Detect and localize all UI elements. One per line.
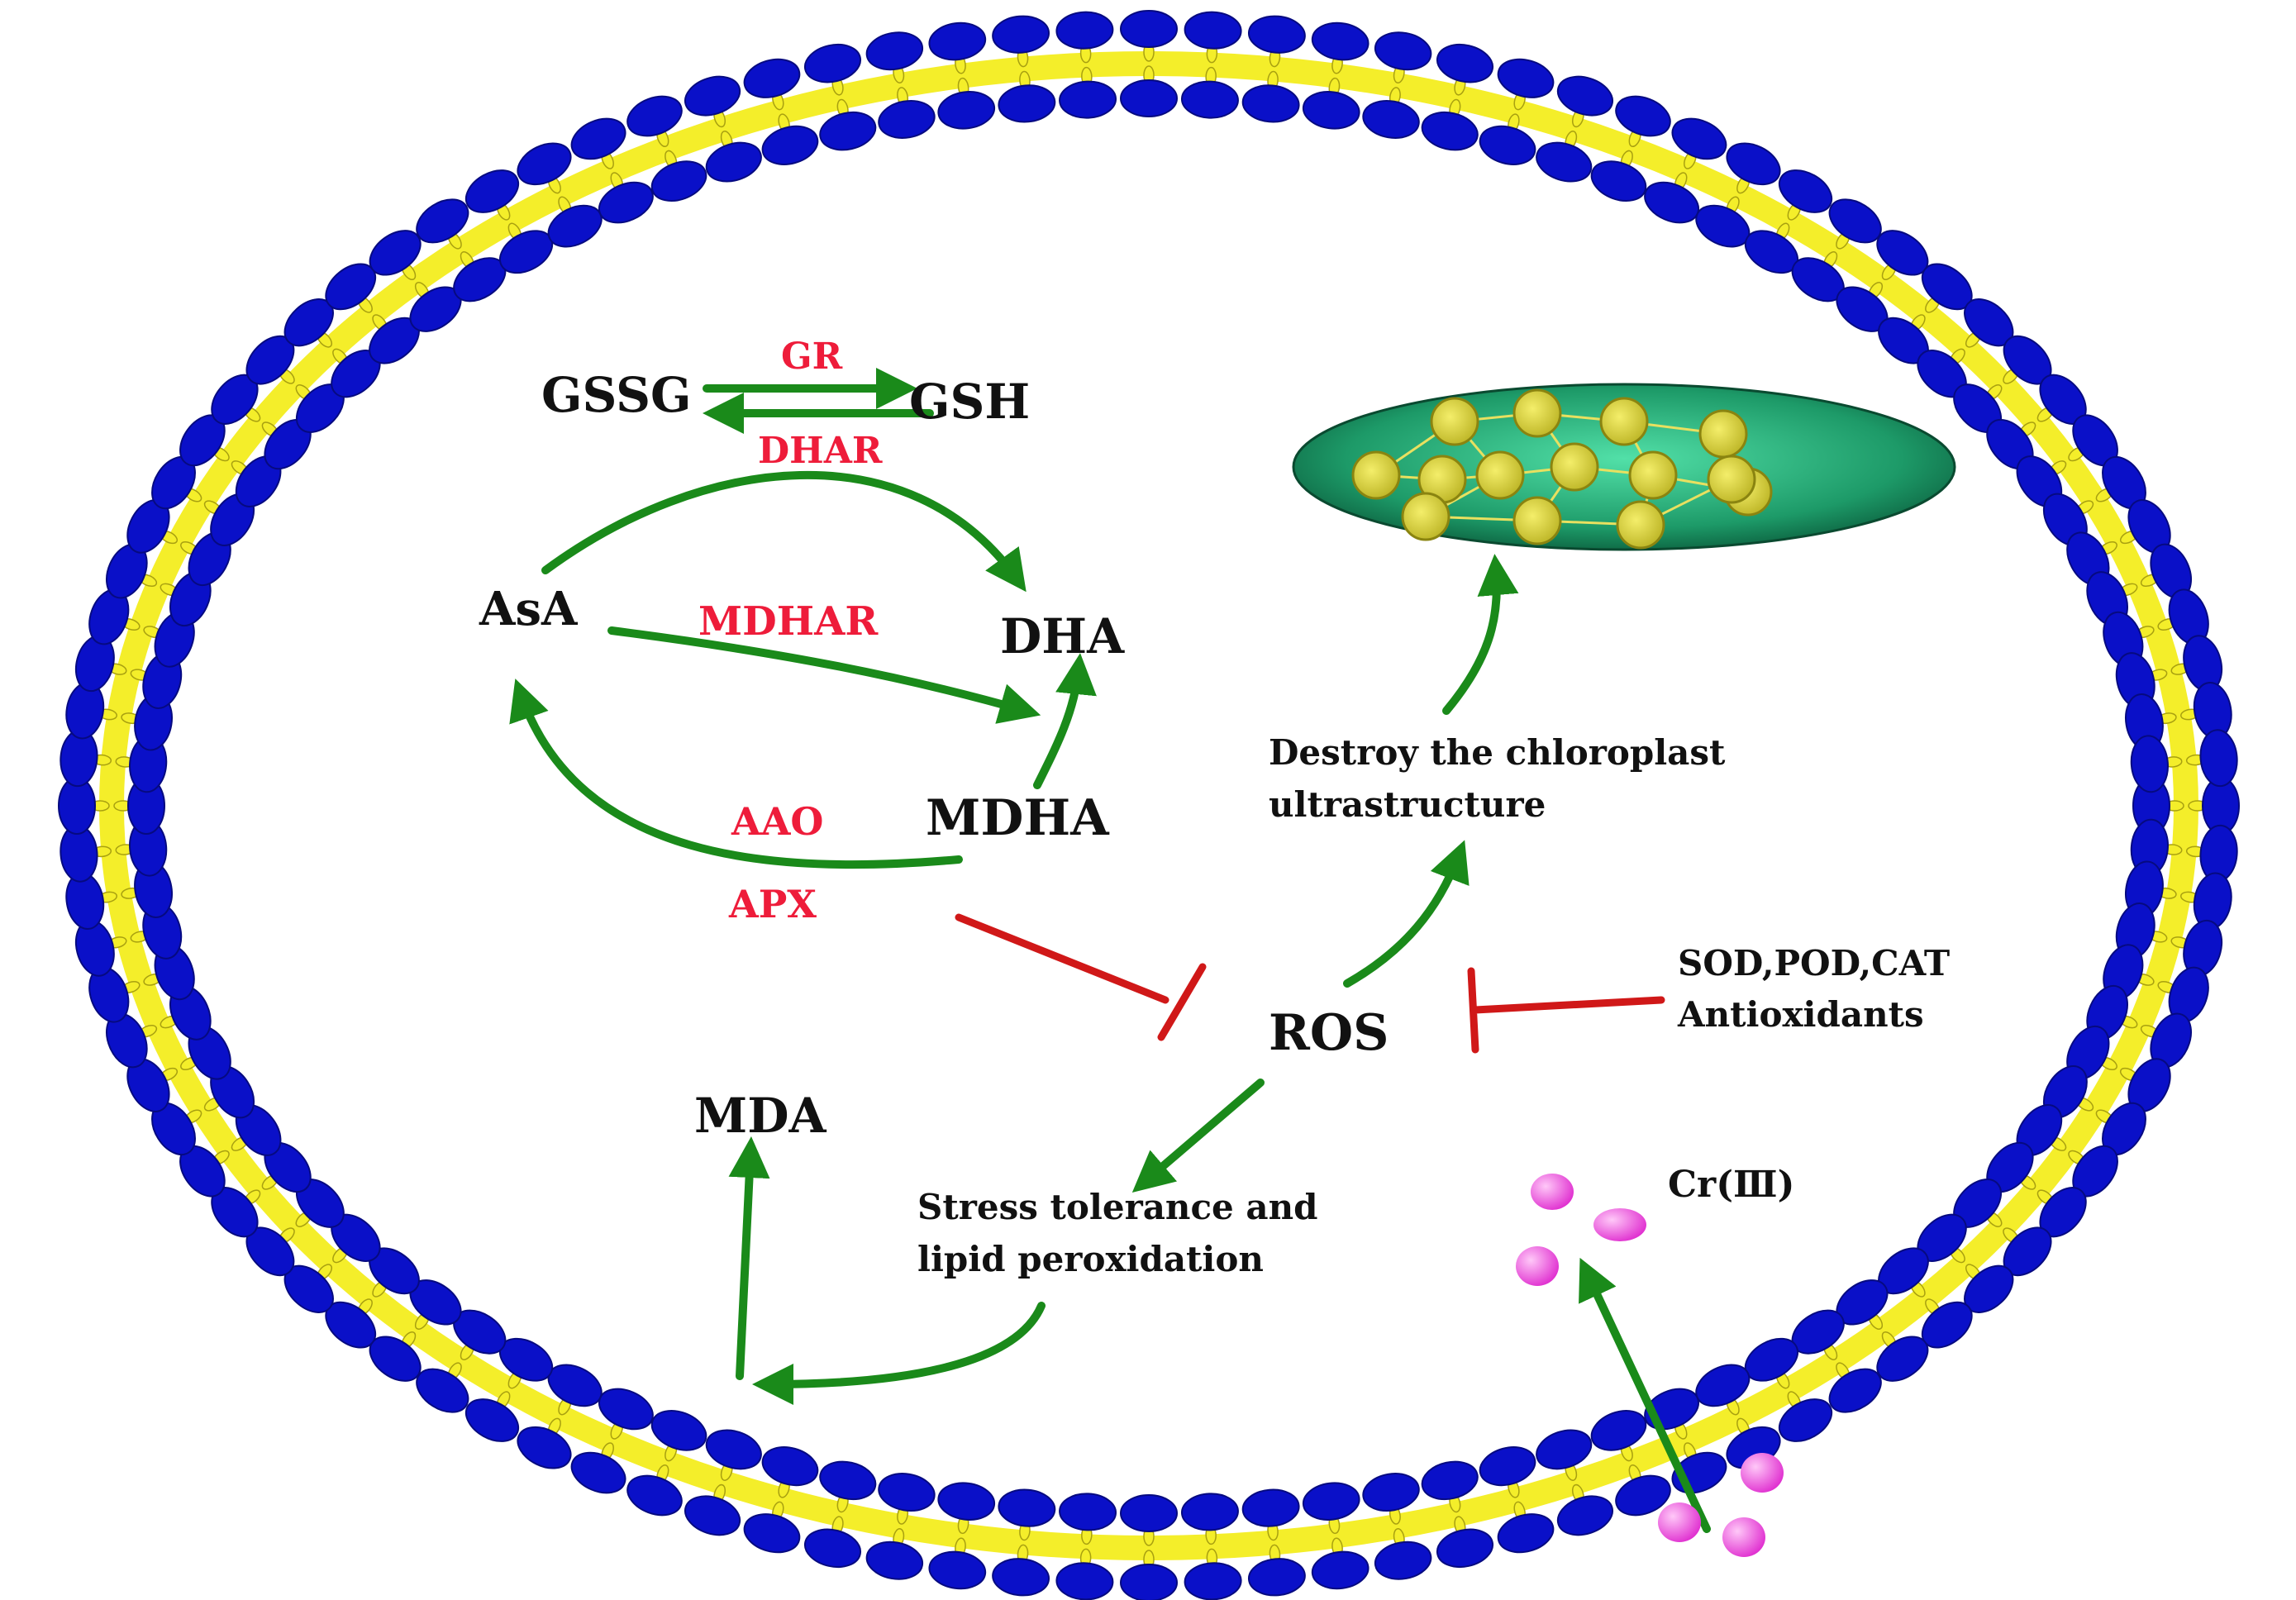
label-destroy-line2: ultrastructure bbox=[1269, 784, 1546, 825]
label-aao: AAO bbox=[731, 799, 823, 844]
arrow-asa-to-dha bbox=[541, 470, 1027, 593]
granum-icon bbox=[1512, 496, 1562, 545]
label-destroy-line1: Destroy the chloroplast bbox=[1269, 732, 1726, 773]
inhibition-lines bbox=[955, 913, 1665, 1054]
arrow-mdha-to-asa bbox=[509, 679, 963, 869]
label-sod-line1: SOD,POD,CAT bbox=[1678, 943, 1950, 983]
ion-particle-icon bbox=[1722, 1517, 1765, 1557]
ion-particle-icon bbox=[1531, 1174, 1574, 1210]
granum-icon bbox=[1351, 450, 1401, 500]
granum-icon bbox=[1628, 450, 1678, 500]
inhibit-ascorbate-ros bbox=[955, 913, 1207, 1041]
lipid-bilayer-icon bbox=[58, 10, 2240, 1600]
cr-ions bbox=[1516, 1174, 1784, 1557]
label-sod-line2: Antioxidants bbox=[1677, 994, 1924, 1035]
label-gsh: GSH bbox=[909, 374, 1030, 430]
label-stress-line1: Stress tolerance and bbox=[917, 1187, 1318, 1227]
labels: GSSG GSH GR DHAR AsA MDHAR DHA AAO MDHA … bbox=[479, 336, 1950, 1279]
ion-particle-icon bbox=[1516, 1246, 1559, 1286]
granum-icon bbox=[1707, 455, 1756, 504]
label-asa: AsA bbox=[479, 582, 579, 636]
arrow-asa-to-mdha bbox=[607, 626, 1041, 724]
arrow-ros-to-destroy bbox=[1343, 840, 1470, 988]
arrow-mdha-to-dha bbox=[1033, 653, 1097, 789]
label-mdha: MDHA bbox=[926, 789, 1110, 847]
inhibit-antioxidants-ros bbox=[1467, 967, 1665, 1054]
granum-icon bbox=[1475, 450, 1525, 500]
label-stress-line2: lipid peroxidation bbox=[917, 1239, 1264, 1279]
granum-icon bbox=[1616, 500, 1665, 550]
granum-icon bbox=[1430, 397, 1479, 446]
label-apx: APX bbox=[728, 882, 817, 926]
arrow-cr-influx bbox=[1579, 1257, 1711, 1533]
label-gr: GR bbox=[781, 336, 843, 378]
label-dha: DHA bbox=[1000, 608, 1125, 664]
granum-icon bbox=[1599, 397, 1649, 446]
granum-icon bbox=[1512, 388, 1562, 438]
arrows bbox=[509, 368, 1711, 1533]
ion-particle-icon bbox=[1741, 1453, 1784, 1493]
label-dhar: DHAR bbox=[758, 430, 883, 472]
label-mda: MDA bbox=[694, 1088, 826, 1144]
label-mdhar: MDHAR bbox=[698, 598, 879, 645]
granum-icon bbox=[1550, 442, 1599, 492]
arrow-destroy-to-chloroplast bbox=[1442, 554, 1519, 715]
arrow-ros-to-stress bbox=[1131, 1079, 1265, 1193]
ion-particle-icon bbox=[1658, 1502, 1701, 1542]
ion-particle-icon bbox=[1593, 1208, 1646, 1241]
granum-icon bbox=[1401, 492, 1450, 541]
arrow-stress-to-membrane bbox=[752, 1302, 1046, 1405]
arrow-membrane-to-mda bbox=[728, 1136, 770, 1380]
chloroplast-icon bbox=[1292, 383, 1956, 551]
label-ros: ROS bbox=[1269, 1004, 1389, 1062]
label-gssg: GSSG bbox=[541, 367, 692, 423]
granum-icon bbox=[1698, 409, 1748, 459]
label-cr: Cr(Ⅲ) bbox=[1668, 1164, 1794, 1206]
